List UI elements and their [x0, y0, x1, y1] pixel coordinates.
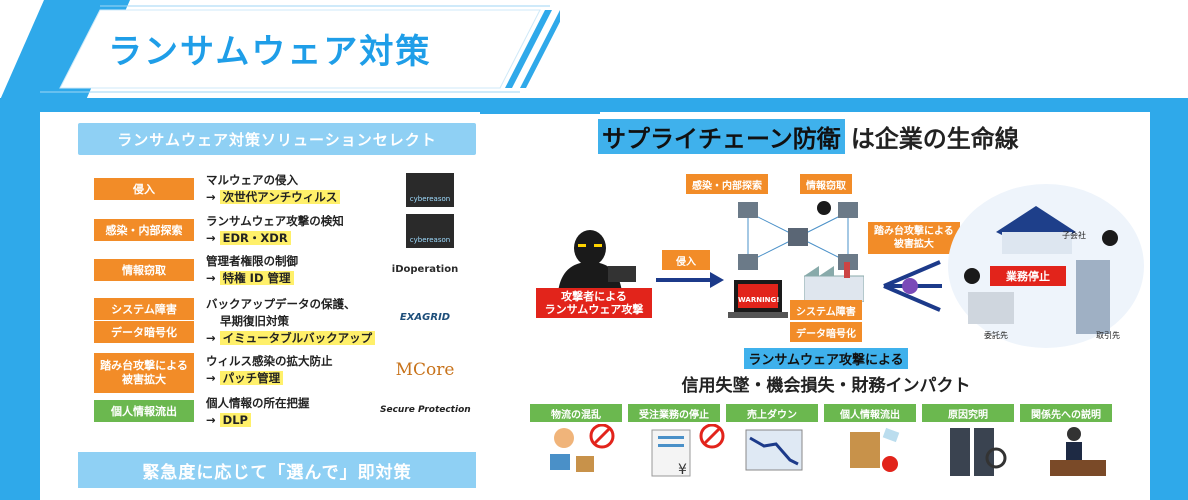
impact-investigation: 原因究明: [922, 404, 1014, 422]
warning-laptop-icon: [728, 280, 788, 318]
exagrid-logo: EXAGRID: [399, 312, 451, 323]
mcore-logo: MCore: [395, 360, 455, 380]
order-stop-icon: ¥: [651, 424, 725, 478]
investigation-icon: [950, 428, 1007, 476]
logistics-icon: [550, 424, 615, 472]
tag-springboard: 踏み台攻撃による被害拡大: [94, 353, 194, 393]
urgency-bar: 緊急度に応じて「選んで」即対策: [78, 452, 476, 488]
cybereason-logo: cybereason: [406, 173, 454, 207]
client-label: 取引先: [1096, 331, 1120, 340]
network-icon: [738, 201, 858, 270]
tag-system-failure-right: システム障害: [790, 300, 862, 320]
right-blue-strip: [1150, 98, 1188, 500]
impact-sales: 売上ダウン: [726, 404, 818, 422]
left-blue-strip: [0, 98, 40, 500]
explanation-icon: [1050, 427, 1106, 476]
row-desc-3: 管理者権限の制御 → 特権 ID 管理: [206, 254, 298, 285]
impact-title: ランサムウェア攻撃による 信用失墜・機会損失・財務インパクト: [676, 348, 976, 396]
page-title: ランサムウェア対策: [108, 32, 432, 72]
tag-info-theft: 情報窃取: [94, 259, 194, 281]
tag-spread: 踏み台攻撃による被害拡大: [868, 222, 960, 254]
impact-orders: 受注業務の停止: [628, 404, 720, 422]
tag-data-encryption: データ暗号化: [94, 321, 194, 343]
header-accent: [480, 98, 600, 114]
intrusion-arrow: [656, 272, 724, 288]
spread-arrows: [883, 260, 942, 312]
secure-protection-logo: Secure Protection: [380, 405, 471, 415]
tag-theft-right: 情報窃取: [800, 174, 852, 194]
impact-personal-info: 個人情報流出: [824, 404, 916, 422]
tag-intrusion-right: 侵入: [662, 250, 710, 270]
row-desc-5: ウィルス感染の拡大防止 → パッチ管理: [206, 354, 333, 385]
tag-infection: 感染・内部探索: [94, 219, 194, 241]
tag-data-encryption-right: データ暗号化: [790, 322, 862, 342]
tag-personal-info: 個人情報流出: [94, 400, 194, 422]
row-desc-6: 個人情報の所在把握 → DLP: [206, 396, 310, 427]
attacker-icon: [558, 230, 636, 292]
row-desc-2: ランサムウェア攻撃の検知 → EDR・XDR: [206, 214, 344, 245]
warning-text: WARNING!: [738, 296, 780, 304]
idoperation-logo: iDoperation: [391, 264, 459, 275]
svg-text:¥: ¥: [678, 462, 687, 478]
business-stop-badge: 業務停止: [990, 266, 1066, 286]
row-desc-1: マルウェアの侵入 → 次世代アンチウィルス: [206, 172, 341, 206]
sales-down-icon: [745, 429, 803, 471]
tag-intrusion: 侵入: [94, 178, 194, 200]
cybereason-logo-2: cybereason: [406, 214, 454, 248]
contractor-label: 委託先: [984, 331, 1008, 340]
info-leak-icon: [850, 427, 900, 472]
title-rest: は企業の生命線: [850, 124, 1019, 153]
tag-infection-right: 感染・内部探索: [686, 174, 768, 194]
solution-select-title: ランサムウェア対策ソリューションセレクト: [78, 123, 476, 155]
attacker-label: 攻撃者によるランサムウェア攻撃: [536, 288, 652, 318]
factory-icon: [804, 262, 864, 302]
row-desc-4: バックアップデータの保護、 早期復旧対策 → イミュータブルバックアップ: [206, 296, 376, 347]
tag-system-failure: システム障害: [94, 298, 194, 320]
header-banner: [0, 0, 560, 100]
right-title: サプライチェーン防衛 は企業の生命線: [598, 118, 1019, 154]
impact-logistics: 物流の混乱: [530, 404, 622, 422]
impact-explanation: 関係先への説明: [1020, 404, 1112, 422]
title-highlight: サプライチェーン防衛: [598, 118, 845, 154]
subsidiary-label: 子会社: [1062, 231, 1086, 240]
